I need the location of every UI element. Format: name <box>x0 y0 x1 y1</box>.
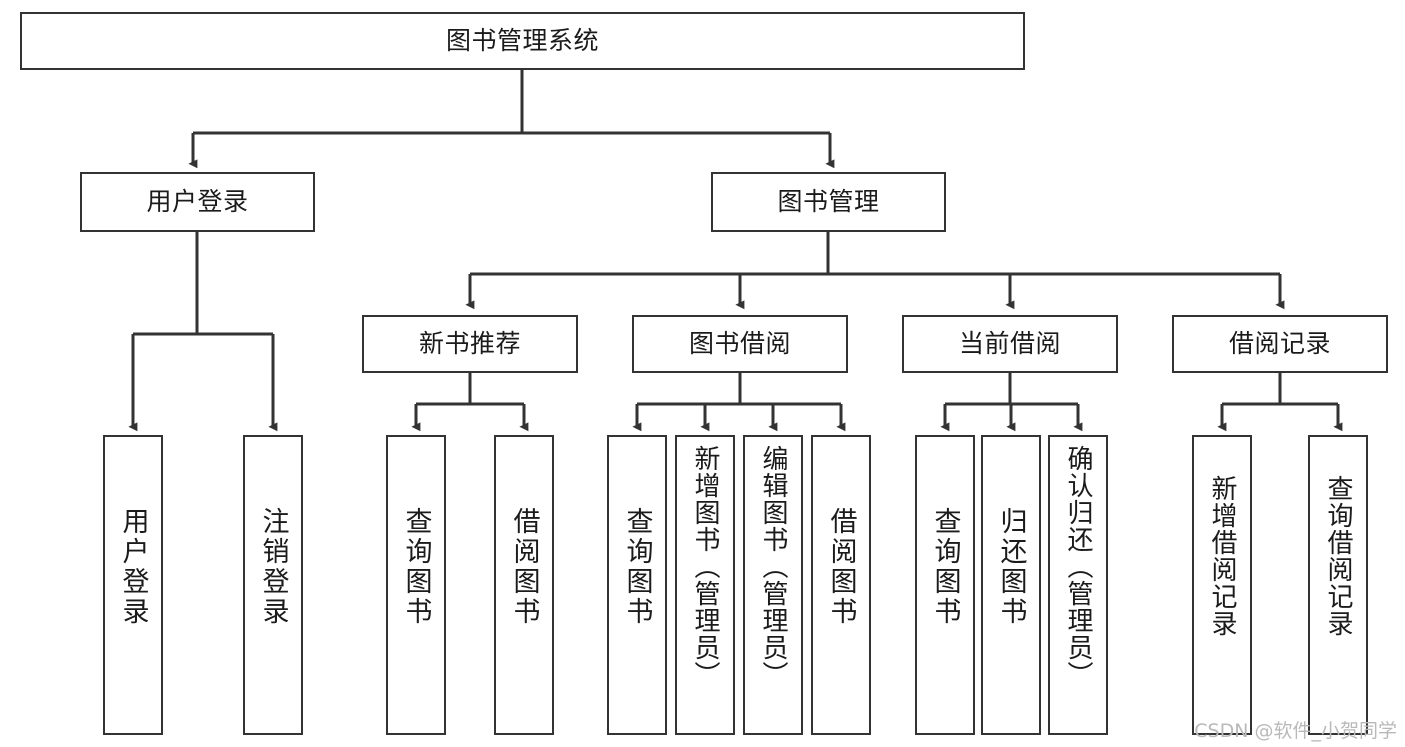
node-leaf-borrow-book-1-label: 借阅图书 <box>508 507 540 627</box>
node-leaf-add-book[interactable]: 新增图书（管理员） <box>675 435 735 735</box>
node-leaf-confirm-return-label: 确认归还（管理员） <box>1063 445 1093 688</box>
node-new-book-rec[interactable]: 新书推荐 <box>362 315 578 373</box>
node-user-login-label: 用户登录 <box>146 186 249 216</box>
node-root[interactable]: 图书管理系统 <box>20 12 1025 70</box>
node-leaf-add-record-label: 新增借阅记录 <box>1207 475 1237 637</box>
node-book-borrow-label: 图书借阅 <box>688 328 791 358</box>
node-leaf-borrow-book-1[interactable]: 借阅图书 <box>494 435 554 735</box>
node-leaf-user-login[interactable]: 用户登录 <box>103 435 163 735</box>
node-book-manage-label: 图书管理 <box>777 186 880 216</box>
node-leaf-edit-book[interactable]: 编辑图书（管理员） <box>743 435 803 735</box>
node-current-borrow[interactable]: 当前借阅 <box>902 315 1118 373</box>
csdn-watermark: CSDN @软件_小贺同学 <box>1194 720 1397 742</box>
node-leaf-query-book-3-label: 查询图书 <box>929 507 961 627</box>
node-leaf-logout-label: 注销登录 <box>257 507 289 627</box>
node-leaf-query-book-2-label: 查询图书 <box>621 507 653 627</box>
node-leaf-query-book-1-label: 查询图书 <box>400 507 432 627</box>
node-leaf-logout[interactable]: 注销登录 <box>243 435 303 735</box>
node-leaf-return-book-label: 归还图书 <box>995 507 1027 627</box>
node-leaf-borrow-book-2[interactable]: 借阅图书 <box>811 435 871 735</box>
node-root-label: 图书管理系统 <box>445 25 599 55</box>
node-borrow-record-label: 借阅记录 <box>1228 328 1331 358</box>
node-leaf-add-book-label: 新增图书（管理员） <box>690 445 720 688</box>
node-leaf-borrow-book-2-label: 借阅图书 <box>825 507 857 627</box>
node-leaf-confirm-return[interactable]: 确认归还（管理员） <box>1048 435 1108 735</box>
node-book-borrow[interactable]: 图书借阅 <box>632 315 848 373</box>
node-user-login[interactable]: 用户登录 <box>80 172 315 232</box>
node-leaf-return-book[interactable]: 归还图书 <box>981 435 1041 735</box>
node-leaf-query-book-3[interactable]: 查询图书 <box>915 435 975 735</box>
node-leaf-edit-book-label: 编辑图书（管理员） <box>758 445 788 688</box>
node-book-manage[interactable]: 图书管理 <box>711 172 946 232</box>
node-leaf-query-book-1[interactable]: 查询图书 <box>386 435 446 735</box>
node-leaf-user-login-label: 用户登录 <box>117 507 149 627</box>
node-leaf-query-record[interactable]: 查询借阅记录 <box>1308 435 1368 735</box>
node-borrow-record[interactable]: 借阅记录 <box>1172 315 1388 373</box>
node-leaf-add-record[interactable]: 新增借阅记录 <box>1192 435 1252 735</box>
node-current-borrow-label: 当前借阅 <box>958 328 1061 358</box>
node-leaf-query-record-label: 查询借阅记录 <box>1323 475 1353 637</box>
node-leaf-query-book-2[interactable]: 查询图书 <box>607 435 667 735</box>
node-new-book-rec-label: 新书推荐 <box>418 328 521 358</box>
